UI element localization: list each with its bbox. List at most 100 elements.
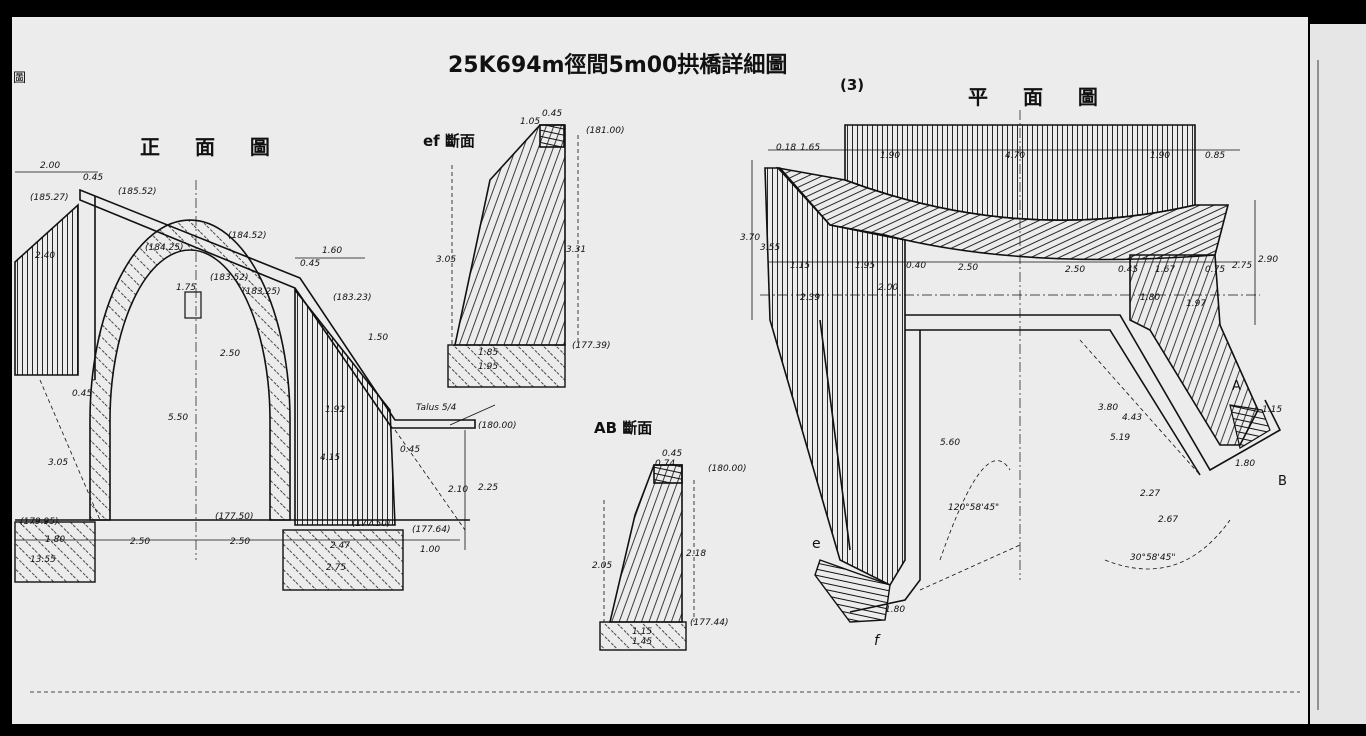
dim-label: 0.45 bbox=[72, 389, 92, 399]
dim-label: 4.43 bbox=[1122, 413, 1142, 423]
dim-label: (177.50) bbox=[215, 512, 254, 522]
dim-label: 1.80 bbox=[45, 535, 65, 545]
marker-f: f bbox=[874, 633, 881, 649]
dim-label: 0.45 bbox=[662, 449, 682, 459]
left-dash-1 bbox=[39, 379, 101, 521]
marker-b: B bbox=[1278, 474, 1287, 489]
dim-label: 2.50 bbox=[230, 537, 250, 547]
dim-label: 2.05 bbox=[592, 561, 612, 571]
plan-angle-arc-1 bbox=[939, 460, 1011, 561]
dim-label: 2.47 bbox=[330, 541, 350, 551]
marker-e: e bbox=[812, 536, 821, 552]
dim-label: 1.90 bbox=[880, 151, 900, 161]
dim-label: 1.95 bbox=[855, 261, 875, 271]
plan-dim-diag bbox=[919, 544, 1021, 591]
talus-label: Talus 5/4 bbox=[416, 403, 457, 413]
dim-label: 5.50 bbox=[168, 413, 188, 423]
plan-angle-arc-2 bbox=[1104, 519, 1231, 570]
dim-label: (183.25) bbox=[242, 287, 281, 297]
sheet-number: (3) bbox=[840, 76, 864, 94]
dim-label: 2.67 bbox=[1158, 515, 1178, 525]
dim-label: 2.25 bbox=[478, 483, 498, 493]
dim-label: 1.92 bbox=[325, 405, 345, 415]
dim-label: 1.60 bbox=[322, 246, 342, 256]
section-ef-coping bbox=[539, 124, 565, 148]
dim-label: 3.05 bbox=[436, 255, 456, 265]
dim-label: (181.00) bbox=[586, 126, 625, 136]
dim-label: (184.25) bbox=[145, 243, 184, 253]
dim-label: 0.74 bbox=[655, 459, 675, 469]
dim-label: 0.45 bbox=[1118, 265, 1138, 275]
dim-label: 2.90 bbox=[1258, 255, 1278, 265]
dim-label: 1.50 bbox=[368, 333, 388, 343]
section-ab-title: AB 斷面 bbox=[594, 419, 652, 437]
dim-label: (183.52) bbox=[210, 273, 249, 283]
dim-label: (177.64) bbox=[412, 525, 451, 535]
dim-label: 0.85 bbox=[1205, 151, 1225, 161]
dim-label: 2.18 bbox=[686, 549, 706, 559]
plan-footing-outline bbox=[849, 314, 1282, 613]
dim-label: 13.55 bbox=[30, 555, 56, 565]
angle-label: 120°58'45" bbox=[948, 503, 999, 513]
right-dash-1 bbox=[394, 429, 466, 531]
dim-label: 1.85 bbox=[478, 348, 498, 358]
dim-label: 0.45 bbox=[542, 109, 562, 119]
dim-label: 1.45 bbox=[632, 637, 652, 647]
dim-label: 0.45 bbox=[83, 173, 103, 183]
plan-left-wing-inner bbox=[819, 319, 851, 551]
dim-label: 2.50 bbox=[958, 263, 978, 273]
plan-left-steps bbox=[814, 559, 891, 623]
dim-label: 1.90 bbox=[1150, 151, 1170, 161]
dim-label: 0.45 bbox=[300, 259, 320, 269]
dim-label: 2.39 bbox=[800, 293, 820, 303]
section-ab-coping bbox=[653, 464, 683, 484]
margin-glyph: 圖 bbox=[13, 71, 26, 86]
plan-view-title: 平 面 圖 bbox=[968, 85, 1112, 109]
dim-label: 4.70 bbox=[1005, 151, 1025, 161]
dim-label: 2.00 bbox=[40, 161, 60, 171]
dim-label: 5.19 bbox=[1110, 433, 1130, 443]
keystone bbox=[184, 291, 202, 319]
dim-label: 0.40 bbox=[906, 261, 926, 271]
dim-label: 2.50 bbox=[130, 537, 150, 547]
dim-label: 2.10 bbox=[448, 485, 468, 495]
front-view-title: 正 面 圖 bbox=[140, 135, 284, 159]
dim-label: 1.97 bbox=[1186, 299, 1206, 309]
talus-leader bbox=[449, 404, 496, 426]
dim-label: 0.18 bbox=[776, 143, 796, 153]
dim-label: 2.27 bbox=[1140, 489, 1160, 499]
plan-wall-band bbox=[775, 166, 1230, 261]
dim-label: (185.52) bbox=[118, 187, 157, 197]
dim-label: 1.00 bbox=[420, 545, 440, 555]
section-ef-footing bbox=[447, 344, 566, 388]
dim-label: 1.80 bbox=[885, 605, 905, 615]
front-view: 正 面 圖 2.00 0.45 (185.27) (185.52) (184.2… bbox=[14, 135, 517, 591]
section-ab-footing bbox=[599, 621, 687, 651]
dim-label: 1.80 bbox=[1140, 293, 1160, 303]
right-foundation bbox=[282, 529, 404, 591]
dim-label: (184.52) bbox=[228, 231, 267, 241]
dim-label: 3.31 bbox=[566, 245, 586, 255]
dim-label: 2.75 bbox=[1232, 261, 1252, 271]
section-ef-title: ef 斷面 bbox=[423, 132, 475, 150]
dim-label: (177.39) bbox=[572, 341, 611, 351]
dim-label: (177.44) bbox=[690, 618, 729, 628]
dim-label: 2.50 bbox=[220, 349, 240, 359]
arch-ring bbox=[89, 219, 291, 521]
dim-label: 1.67 bbox=[1155, 265, 1175, 275]
section-ab: AB 斷面 0.45 0.74 (180.00) 2.05 2.18 1.15 … bbox=[592, 419, 747, 651]
dim-label: 5.60 bbox=[940, 438, 960, 448]
section-ef: ef 斷面 0.45 1.05 (181.00) 3.05 3.31 1.85 … bbox=[423, 109, 625, 388]
dim-label: 1.95 bbox=[478, 362, 498, 372]
right-abutment bbox=[294, 287, 396, 526]
plan-left-wing bbox=[764, 167, 906, 587]
left-wing-wall bbox=[14, 203, 79, 376]
marker-a: A bbox=[1232, 379, 1241, 394]
angle-label: 30°58'45" bbox=[1130, 553, 1175, 563]
plan-diag-leader bbox=[1079, 339, 1201, 476]
plan-view: 平 面 圖 0.18 1.65 1.90 4.70 1.90 0.85 3.70… bbox=[740, 85, 1287, 649]
dim-label: 1.65 bbox=[800, 143, 820, 153]
dim-label: 3.05 bbox=[48, 458, 68, 468]
dim-label: 3.70 bbox=[740, 233, 760, 243]
